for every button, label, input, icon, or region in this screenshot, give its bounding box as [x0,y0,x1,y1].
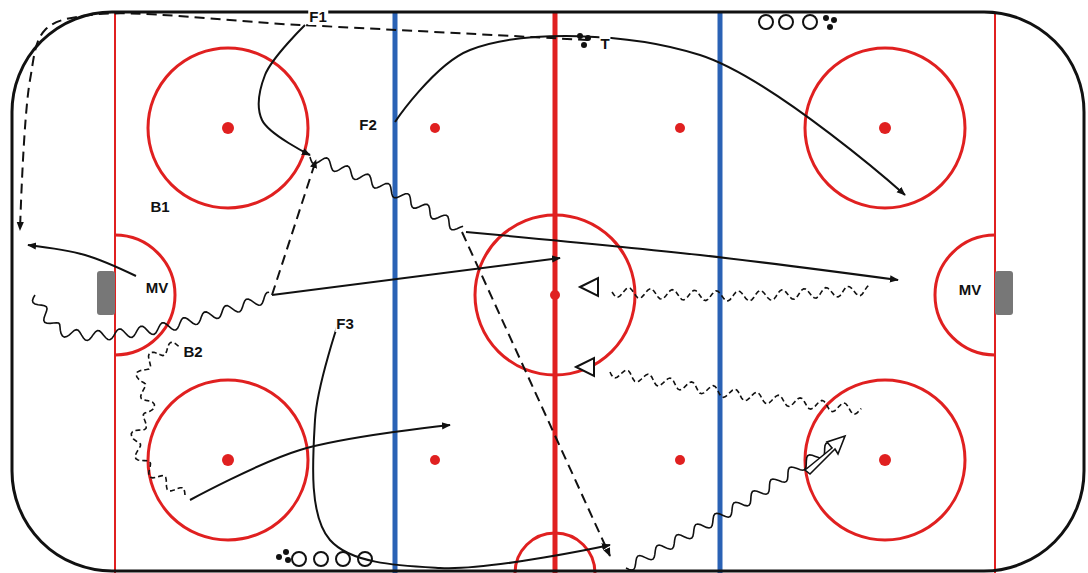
shot-arrow [805,436,845,474]
pucks [276,15,837,563]
drill-paths [20,13,905,570]
cones-and-pucks [292,15,817,566]
pass-path [462,232,610,556]
goal-net [995,271,1013,315]
goal-net [97,271,115,315]
player-label: MV [958,282,983,298]
cone-triangle [576,278,598,376]
skate-path [272,258,560,295]
puck-carry-path [610,370,861,414]
player-label: F3 [335,316,355,332]
puck-carry-path [310,157,463,230]
player-label: F1 [308,9,328,25]
player-label: MV [145,280,170,296]
skate-path [313,318,610,568]
player-label: B2 [182,344,203,360]
player-label: F2 [358,117,378,133]
rink-markings [97,12,1013,573]
skate-path [395,36,905,195]
skate-path [466,232,898,280]
puck-carry-path [612,285,869,301]
puck-carry-path [626,443,841,570]
skate-path [259,25,310,155]
boards [12,12,1084,571]
player-label: B1 [149,199,170,215]
skate-path [28,245,136,276]
puck-carry-path [131,342,185,495]
pass-path [272,160,316,295]
player-label: T [599,36,610,52]
skate-path [190,425,450,500]
puck-carry-path [33,292,270,340]
